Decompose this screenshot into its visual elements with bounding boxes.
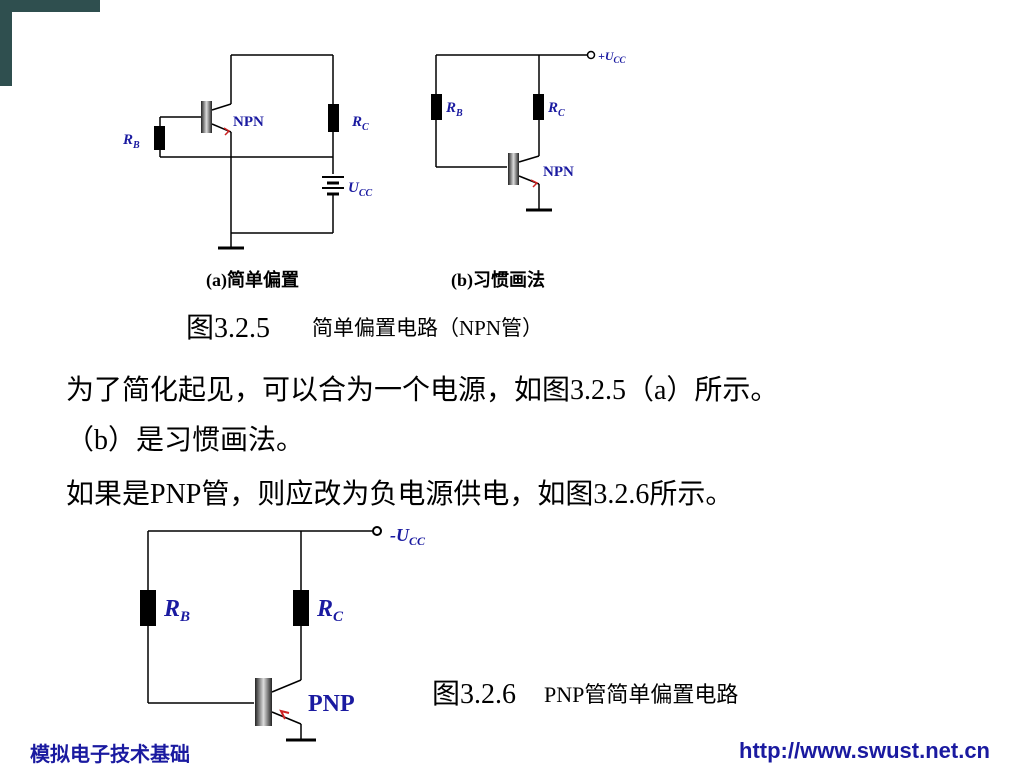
ucc-label-c: -UCC [390,525,426,548]
resistor-rc-c [293,590,309,626]
paragraph-line-1: 为了简化起见，可以合为一个电源，如图3.2.5（a）所示。 [66,375,779,406]
figure-326-number: 图3.2.6 [432,679,517,710]
rb-label-a: RB [122,132,140,151]
emitter-arrow-b [530,179,539,188]
footer-course-title: 模拟电子技术基础 [30,742,190,766]
resistor-rb-c [140,590,156,626]
transistor-c [255,678,272,726]
footer-website-link[interactable]: http://www.swust.net.cn [739,738,990,763]
figure-325-title: 简单偏置电路（NPN管） [312,316,544,340]
corner-decoration-vertical [0,0,12,86]
caption-b: (b)习惯画法 [451,270,545,290]
rb-label-c: RB [163,596,190,625]
rc-label-c: RC [316,596,344,625]
diagram-a [159,54,334,250]
resistor-rc-b [533,94,544,120]
terminal-c [372,526,382,536]
corner-decoration-horizontal [0,0,100,12]
npn-label-b: NPN [543,164,574,180]
paragraph-line-2: （b）是习惯画法。 [66,425,305,456]
transistor-a [201,101,212,133]
rc-label-b: RC [547,100,565,119]
diagram-b [435,54,588,212]
npn-label-a: NPN [233,114,264,130]
rb-label-b: RB [445,100,463,119]
emitter-arrow-c [279,709,290,720]
figure-325-number: 图3.2.5 [186,313,271,344]
resistor-rb-b [431,94,442,120]
diagram-c [147,530,373,742]
pnp-label-c: PNP [308,691,355,717]
ucc-label-b: +UCC [598,49,627,65]
rc-label-a: RC [351,114,369,133]
resistor-rb-a [154,126,165,150]
figure-326-title: PNP管简单偏置电路 [544,682,739,707]
paragraph-line-3: 如果是PNP管，则应改为负电源供电，如图3.2.6所示。 [66,479,734,510]
caption-a: (a)简单偏置 [206,270,299,290]
battery-a [322,176,344,196]
resistor-rc-a [328,104,339,132]
ucc-label-a: UCC [348,180,373,199]
emitter-arrow-a [223,127,231,136]
terminal-b [586,50,596,60]
transistor-b [508,153,519,185]
